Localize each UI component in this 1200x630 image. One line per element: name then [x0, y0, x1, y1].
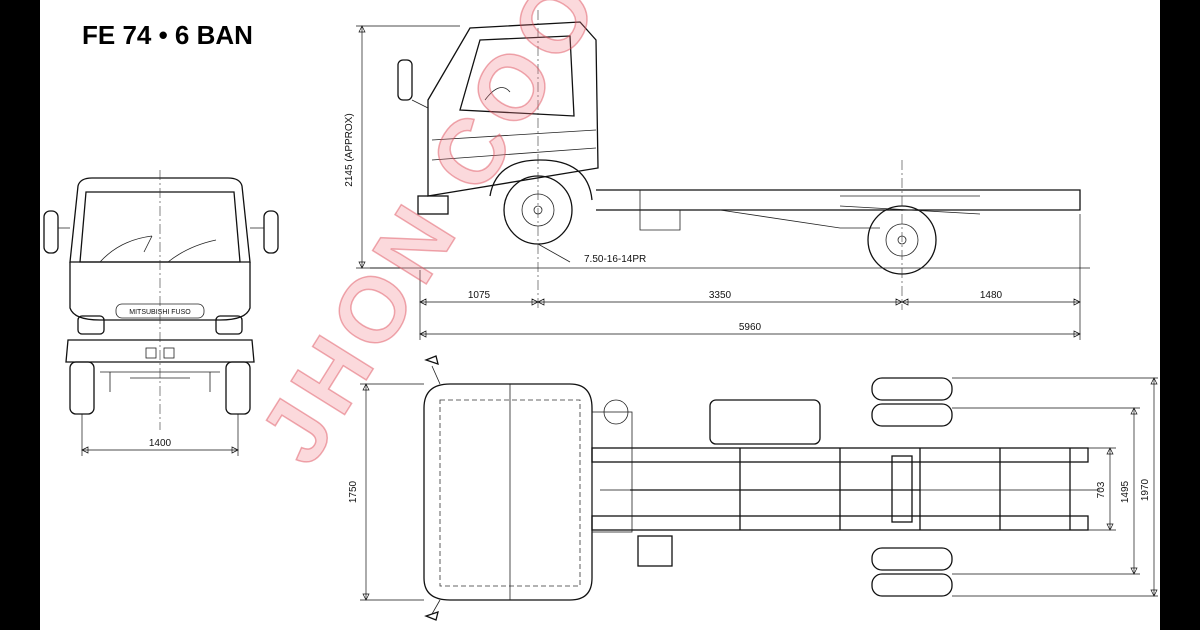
front-view: MITSUBISHI FUSO 1400 — [43, 170, 279, 456]
front-track-label: 1400 — [149, 438, 172, 449]
overall-width-label: 1970 — [1140, 478, 1151, 501]
side-view: 2145 (APPROX) 7.50-16-14PR 1075 3350 148… — [344, 10, 1090, 340]
drawing-sheet: FE 74 • 6 BAN MITSUBISHI FUSO — [40, 0, 1160, 630]
brand-plate-text: MITSUBISHI FUSO — [129, 309, 191, 316]
watermark-text: JHON COOL — [240, 0, 654, 481]
frame-width-label: 703 — [1096, 481, 1107, 498]
front-overhang-label: 1075 — [468, 290, 491, 301]
height-label: 2145 (APPROX) — [344, 113, 355, 186]
top-view: 1750 703 1495 1970 — [348, 355, 1158, 621]
rear-overhang-label: 1480 — [980, 290, 1003, 301]
wheelbase-label: 3350 — [709, 290, 732, 301]
rear-track-label: 1495 — [1120, 480, 1131, 503]
drawing-title: FE 74 • 6 BAN — [82, 20, 253, 50]
technical-drawing: FE 74 • 6 BAN MITSUBISHI FUSO — [43, 0, 1158, 621]
overall-length-label: 5960 — [739, 322, 762, 333]
tire-spec-label: 7.50-16-14PR — [584, 254, 646, 265]
cab-width-label: 1750 — [348, 480, 359, 503]
